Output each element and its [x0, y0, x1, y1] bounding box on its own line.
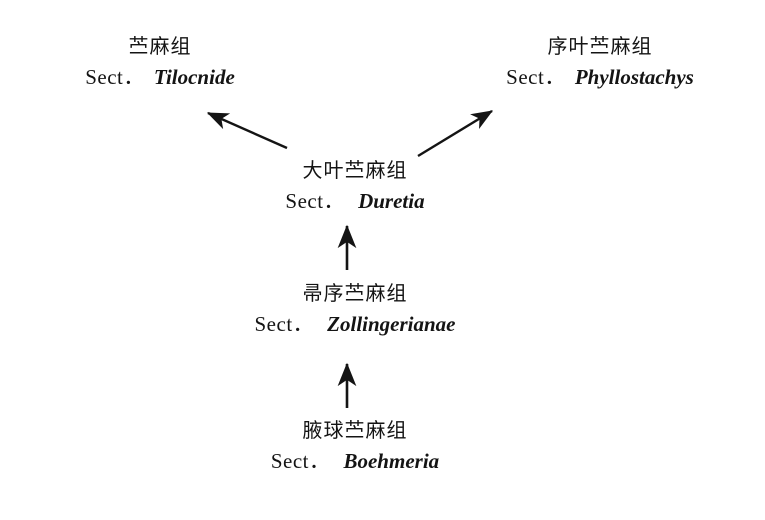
- taxon-node-duretia: 大叶苎麻组 Sect． Duretia: [245, 160, 465, 212]
- rank-prefix: Sect．: [270, 449, 331, 473]
- rank-prefix: Sect．: [285, 189, 346, 213]
- taxon-latin-line: Sect． Phyllostachys: [455, 67, 745, 88]
- rank-prefix: Sect．: [254, 312, 315, 336]
- taxon-node-zollingerianae: 帚序苎麻组 Sect． Zollingerianae: [215, 283, 495, 335]
- taxon-node-tilocnide: 苎麻组 Sect． Tilocnide: [20, 36, 300, 88]
- taxon-latin-name: Phyllostachys: [574, 65, 694, 89]
- taxon-chinese-name: 大叶苎麻组: [302, 158, 408, 182]
- taxon-latin-name: Zollingerianae: [327, 312, 456, 336]
- taxon-latin-line: Sect． Boehmeria: [220, 451, 490, 472]
- rank-prefix: Sect．: [85, 65, 145, 89]
- taxon-latin-name: Tilocnide: [153, 65, 235, 89]
- taxon-latin-line: Sect． Tilocnide: [20, 67, 300, 88]
- arrow-duretia-to-tilocnide: [206, 111, 288, 150]
- taxon-chinese-name: 腋球苎麻组: [302, 418, 408, 442]
- taxon-chinese-name: 序叶苎麻组: [547, 34, 653, 58]
- taxon-chinese-name: 帚序苎麻组: [302, 281, 408, 305]
- taxon-latin-line: Sect． Zollingerianae: [215, 314, 495, 335]
- taxon-latin-name: Boehmeria: [343, 449, 440, 473]
- taxon-chinese-name: 苎麻组: [128, 34, 192, 58]
- taxon-node-boehmeria: 腋球苎麻组 Sect． Boehmeria: [220, 420, 490, 472]
- taxon-latin-name: Duretia: [358, 189, 425, 213]
- rank-prefix: Sect．: [506, 65, 566, 89]
- taxon-latin-line: Sect． Duretia: [245, 191, 465, 212]
- taxon-node-phyllostachys: 序叶苎麻组 Sect． Phyllostachys: [455, 36, 745, 88]
- arrow-duretia-to-phyllostachys: [417, 109, 494, 158]
